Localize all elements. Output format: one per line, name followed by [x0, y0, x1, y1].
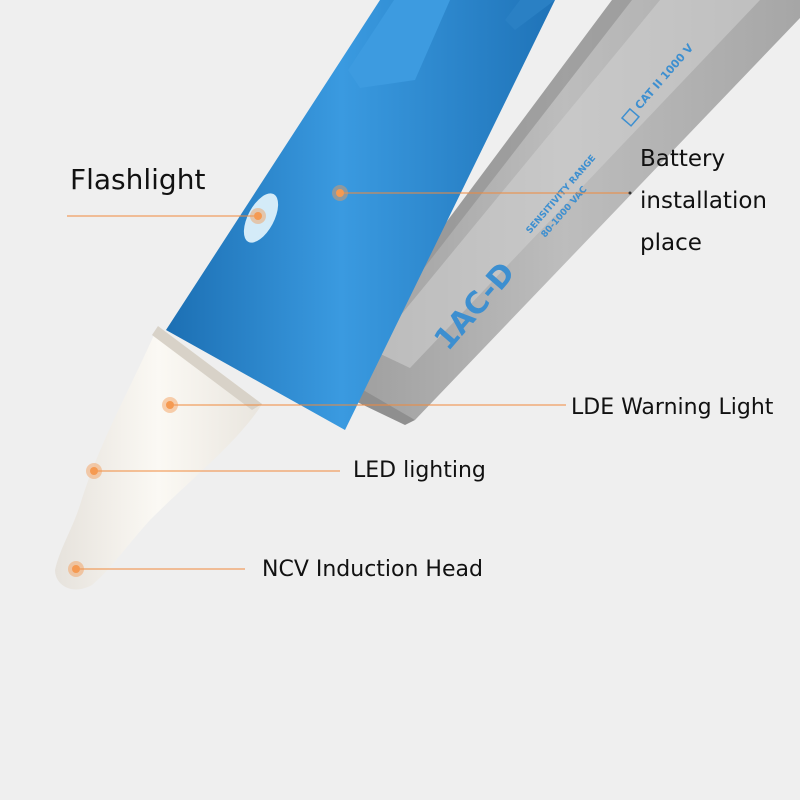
label-warning-light: LDE Warning Light	[571, 395, 774, 420]
marker-flashlight	[250, 208, 266, 224]
marker-ncv-head	[68, 561, 84, 577]
battery-line-end-dot	[628, 191, 632, 195]
label-ncv-head: NCV Induction Head	[262, 557, 483, 582]
marker-battery	[332, 185, 348, 201]
label-battery-line1: Battery	[640, 146, 726, 172]
label-battery-line3: place	[640, 230, 702, 256]
label-flashlight: Flashlight	[70, 163, 206, 196]
pen-body	[166, 0, 555, 430]
leader-lines	[67, 192, 630, 570]
marker-warning-light	[162, 397, 178, 413]
label-battery-installation: Battery installation place	[640, 138, 800, 264]
marker-led-lighting	[86, 463, 102, 479]
label-led-lighting: LED lighting	[353, 458, 486, 483]
double-insulation-icon	[620, 107, 640, 127]
probe-tip	[55, 326, 262, 590]
label-battery-line2: installation	[640, 188, 767, 214]
callout-markers	[68, 185, 632, 577]
